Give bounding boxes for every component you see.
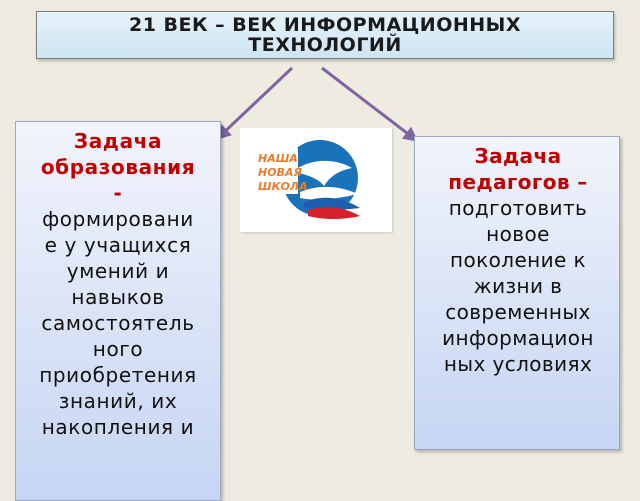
arrow-left — [215, 66, 294, 141]
logo-line: ШКОЛА — [258, 180, 308, 193]
teachers-task-box: Задача педагогов – подготовить новое пок… — [414, 136, 620, 450]
teachers-task-line: современных — [445, 300, 591, 324]
teachers-task-line: новое — [486, 222, 550, 246]
education-task-heading-1: Задача — [73, 129, 163, 153]
teachers-task-line: информацион — [442, 326, 594, 350]
education-task-line: е у учащихся — [44, 233, 192, 257]
logo-graphic-icon — [254, 140, 360, 219]
title-line-1: 21 ВЕК – ВЕК ИНФОРМАЦИОННЫХ — [128, 14, 522, 36]
teachers-task-line: подготовить — [448, 196, 588, 220]
education-task-line: умений и — [66, 259, 170, 283]
education-task-heading-2: образования — [40, 155, 196, 179]
logo-text: НАША НОВАЯ ШКОЛА — [258, 152, 308, 194]
logo-nasha-novaya-shkola: НАША НОВАЯ ШКОЛА — [240, 128, 392, 232]
education-task-line: приобретения — [39, 363, 197, 387]
education-task-line: ного — [92, 337, 144, 361]
education-task-line: самостоятель — [41, 311, 195, 335]
education-task-line: накопления и — [41, 415, 195, 439]
title-line-2: ТЕХНОЛОГИЙ — [248, 34, 402, 56]
title-box: 21 ВЕК – ВЕК ИНФОРМАЦИОННЫХ ТЕХНОЛОГИЙ — [36, 11, 614, 59]
teachers-task-line: жизни в — [473, 274, 563, 298]
arrow-right — [321, 66, 419, 142]
education-task-line: знаний, их — [58, 389, 178, 413]
education-task-line: навыков — [71, 285, 165, 309]
education-task-line: формировани — [42, 207, 194, 231]
teachers-task-heading-2: педагогов – — [448, 170, 588, 194]
teachers-task-line: поколение к — [450, 248, 586, 272]
logo-line: НОВАЯ — [258, 166, 302, 179]
education-task-heading-3: - — [113, 181, 123, 205]
teachers-task-heading-1: Задача — [474, 144, 562, 168]
education-task-box: Задача образования - формировани е у уча… — [15, 121, 221, 501]
connector-arrows — [215, 66, 419, 142]
logo-line: НАША — [258, 152, 298, 165]
teachers-task-line: ных условиях — [443, 352, 593, 376]
